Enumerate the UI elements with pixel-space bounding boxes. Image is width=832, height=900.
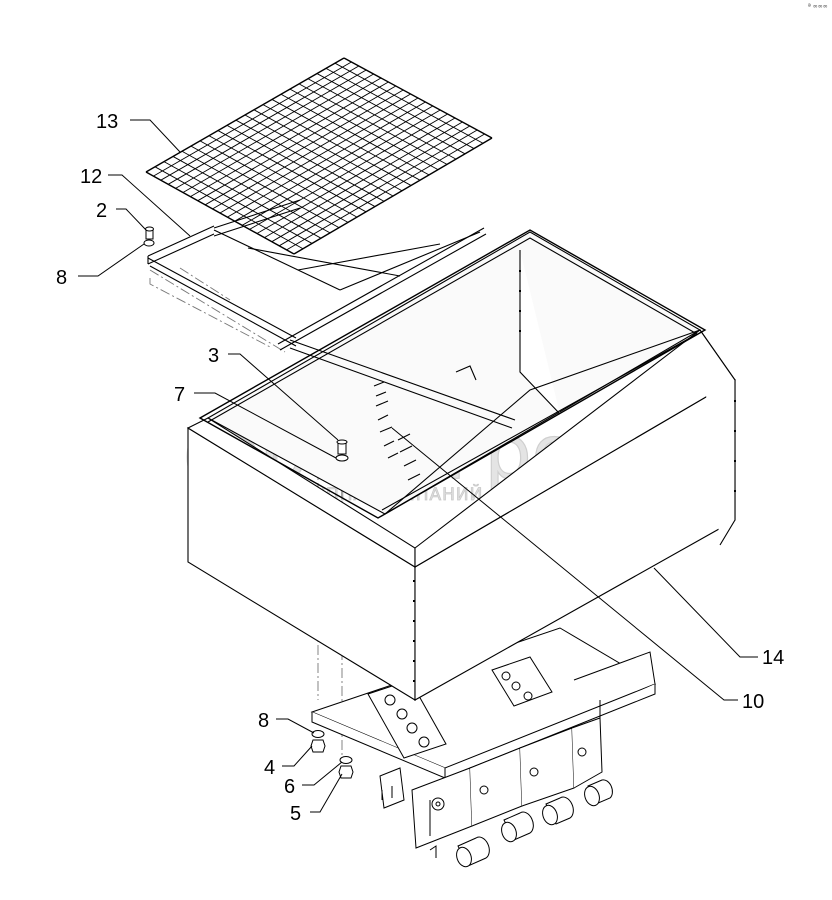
washer-8-bottom — [311, 730, 325, 738]
bolt-2 — [145, 226, 154, 240]
leader-4 — [282, 745, 313, 767]
callout-8-lower: 8 — [258, 710, 269, 732]
leader-10 — [391, 427, 738, 701]
hopper-body — [186, 229, 736, 701]
callout-labels: 13 12 2 8 3 7 14 10 8 4 6 5 — [56, 111, 784, 825]
grate — [145, 57, 493, 255]
callout-4: 4 — [264, 757, 275, 779]
callout-3: 3 — [208, 345, 219, 367]
callout-10: 10 — [742, 691, 764, 713]
bolt-3 — [336, 439, 348, 455]
leader-2 — [116, 208, 147, 231]
nut-4 — [310, 739, 326, 753]
washer-6 — [339, 756, 353, 764]
leader-5 — [310, 773, 343, 813]
leader-3 — [228, 353, 339, 441]
callout-13: 13 — [96, 111, 118, 133]
callout-leaders — [78, 119, 758, 813]
callout-8: 8 — [56, 267, 67, 289]
leader-8a — [78, 243, 145, 277]
grid-frame — [147, 199, 487, 351]
leader-6 — [302, 761, 343, 786]
callout-6: 6 — [284, 776, 295, 798]
leader-13 — [130, 119, 181, 153]
leader-14 — [653, 567, 758, 658]
fasteners — [143, 226, 354, 779]
leader-8b — [276, 718, 315, 734]
callout-14: 14 — [762, 647, 784, 669]
callout-5: 5 — [290, 803, 301, 825]
washer-7 — [335, 454, 349, 462]
metering-mechanism — [310, 627, 657, 868]
leader-7 — [194, 392, 337, 459]
nut-5 — [338, 765, 354, 779]
leader-12 — [108, 174, 191, 237]
callout-2: 2 — [96, 200, 107, 222]
corner-mark: ª ∞∞∞ — [808, 3, 828, 10]
callout-12: 12 — [80, 166, 102, 188]
washer-8-top — [143, 239, 155, 247]
callout-7: 7 — [174, 384, 185, 406]
